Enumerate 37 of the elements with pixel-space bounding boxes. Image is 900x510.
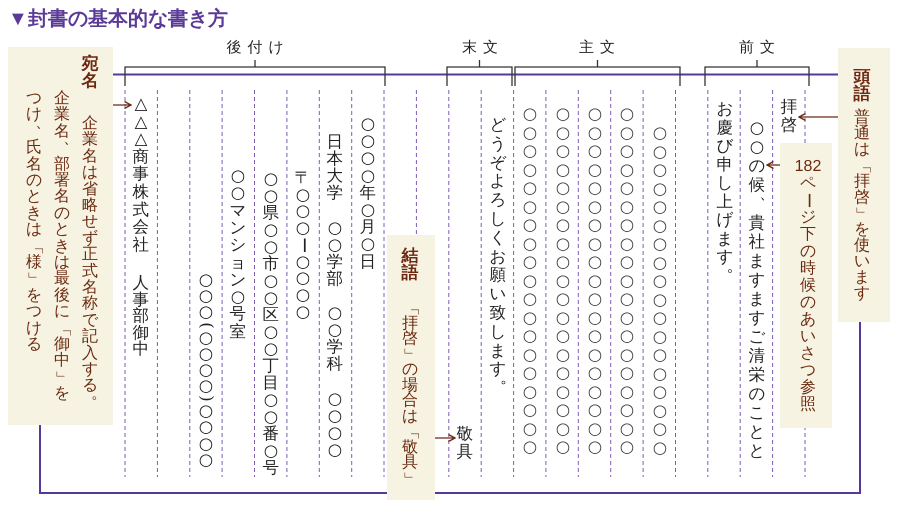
- callout-box: [8, 47, 113, 425]
- section-label: 前文: [739, 39, 781, 57]
- arrow: [435, 434, 456, 442]
- callout-box: [838, 48, 890, 322]
- placeholder-text: ○○○○○○○○○○○○○○○○○○: [652, 124, 668, 457]
- callout-heading: 頭語: [852, 68, 872, 102]
- letter-text: ○○の候、貴社ますますご清栄のことと: [747, 118, 767, 460]
- callout-box: [387, 235, 435, 500]
- letter-text: 人事部御中: [132, 275, 150, 358]
- callout-box: [780, 143, 832, 428]
- letter-text: 日本大学 ○○学部 ○○学科 ○○○○: [326, 133, 344, 458]
- section-label: 後付け: [226, 39, 290, 57]
- letter-text: ○○○(○○○○)○○○○: [196, 272, 216, 469]
- letter-text: ○○○○年○月○日: [358, 115, 378, 270]
- letter-text: 拝啓: [779, 98, 799, 133]
- arrow: [798, 112, 838, 122]
- placeholder-text: ○○○○○○○○○○○○○○○○○○○: [554, 105, 572, 457]
- letter-text: お慶び申し上げます。: [716, 100, 735, 276]
- title: ▼封書の基本的な書き方: [8, 7, 228, 31]
- letter-text: 〒○○○ー○○○○: [293, 170, 313, 321]
- letter-text: どうぞよろしくお願い致します。: [488, 116, 508, 389]
- placeholder-text: ○○○○○○○○○○○○○○○○○○○: [586, 105, 604, 457]
- callout-text: 182ページ下の時候のあいさつ参照: [794, 158, 822, 413]
- callout-text: 普通は「拝啓」を使います: [853, 110, 872, 302]
- letter-text: ○○マンション○号室: [228, 167, 248, 341]
- arrow: [766, 160, 780, 170]
- arrow: [113, 100, 132, 110]
- placeholder-text: ○○○○○○○○○○○○○○○○○○○: [522, 105, 538, 457]
- callout-heading: 結語: [400, 247, 420, 281]
- letter-text: ○○県○○市○○区○○丁目○○番○号: [262, 170, 280, 476]
- section-label: 末文: [462, 39, 504, 57]
- letter-text: 敬具: [455, 425, 475, 460]
- section-label: 主文: [579, 39, 621, 57]
- letter-text: △△△商事株式会社: [132, 95, 150, 254]
- callout-heading: 宛名: [80, 55, 100, 89]
- placeholder-text: ○○○○○○○○○○○○○○○○○○○: [618, 105, 636, 457]
- callout-text: 「拝啓」の場合は「敬具」: [400, 300, 420, 486]
